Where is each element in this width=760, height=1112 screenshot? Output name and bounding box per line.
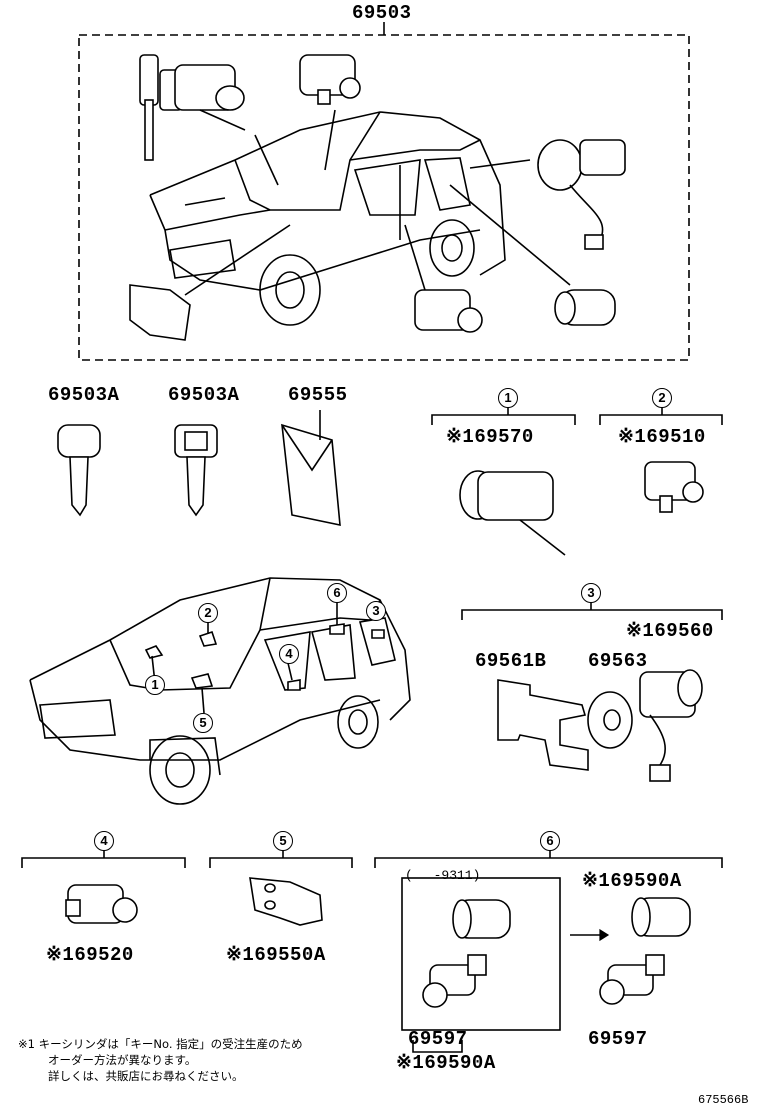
note-line-2: オーダー方法が異なります。 (48, 1053, 197, 1067)
vehicle-callout-leaders (151, 602, 338, 714)
part-69561b-label: 69561B (475, 650, 547, 672)
spare-cylinder-left-drawing (422, 899, 511, 1008)
spare-cylinder-right-drawing (599, 897, 691, 1005)
note-line-1: ※1 キーシリンダは「キーNo. 指定」の受注生産のため (18, 1037, 303, 1051)
diagram-id: 675566B (698, 1093, 749, 1107)
rear-door-cylinder-top (537, 139, 626, 250)
part-69570-label: ※169570 (446, 426, 534, 448)
part-69510-label: ※169510 (618, 426, 706, 448)
note-line-3: 詳しくは、共販店にお尋ねください。 (48, 1069, 244, 1083)
vehicle-callout-2: 2 (198, 603, 218, 623)
part-69597-right-label: 69597 (588, 1028, 648, 1050)
callout-6-header: 6 (540, 831, 560, 851)
part-69520-label: ※169520 (46, 944, 134, 966)
door-cylinder-4-drawing (65, 884, 138, 924)
part-69563-label: 69563 (588, 650, 648, 672)
top-leader-arrows (184, 109, 571, 296)
part-69560-label: ※169560 (626, 620, 714, 642)
key-a2-drawing (174, 424, 218, 517)
callout-5-header: 5 (273, 831, 293, 851)
middle-vehicle-illustration (29, 577, 411, 805)
date-range-label: ( -9311) (405, 868, 481, 883)
top-vehicle-illustration (149, 111, 506, 326)
envelope-label: 69555 (288, 384, 348, 406)
door-cylinder-top (414, 289, 483, 333)
key-a1-label: 69503A (48, 384, 120, 406)
glovebox-lock-top (299, 54, 361, 105)
part-69590a-top-label: ※169590A (582, 870, 682, 892)
vehicle-callout-4: 4 (279, 644, 299, 664)
part-69597-left-label: 69597 (408, 1028, 468, 1050)
vehicle-callout-3: 3 (366, 601, 386, 621)
ignition-cylinder-1-drawing (459, 470, 566, 556)
ignition-cylinder-with-keys (139, 54, 246, 161)
callout-4-header: 4 (94, 831, 114, 851)
spare-cylinder-top (554, 289, 616, 326)
hood-lock-top (129, 284, 191, 341)
part-69550a-label: ※169550A (226, 944, 326, 966)
callout-1-header: 1 (498, 388, 518, 408)
key-a2-label: 69503A (168, 384, 240, 406)
glovebox-cylinder-2-drawing (644, 461, 704, 513)
main-part-label: 69503 (352, 2, 412, 24)
part-69590a-bottom-label: ※169590A (396, 1052, 496, 1074)
key-a1-drawing (57, 424, 101, 517)
rear-door-lock-3-drawing (497, 669, 703, 782)
vehicle-callout-5: 5 (193, 713, 213, 733)
callout-2-header: 2 (652, 388, 672, 408)
vehicle-callout-1: 1 (145, 675, 165, 695)
callout-3-header: 3 (581, 583, 601, 603)
hood-lock-5-drawing (249, 877, 323, 926)
date-range-box (401, 877, 561, 1031)
vehicle-callout-6: 6 (327, 583, 347, 603)
key-envelope-drawing (281, 410, 341, 527)
